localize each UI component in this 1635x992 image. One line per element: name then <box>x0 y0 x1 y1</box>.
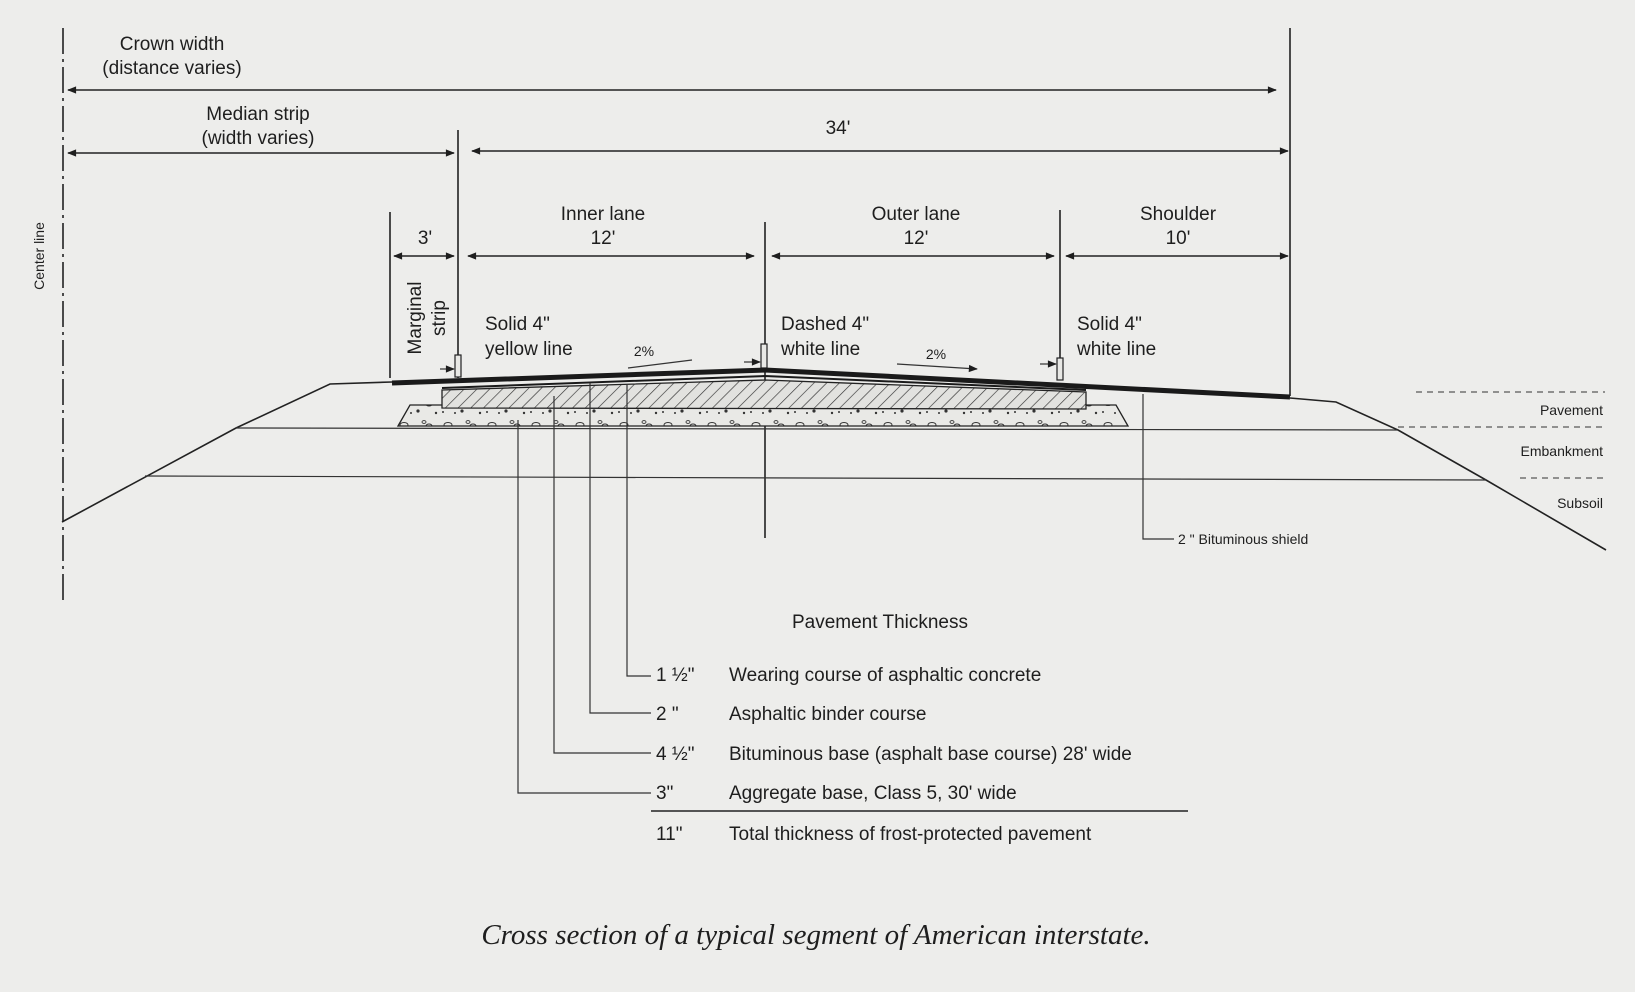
inner-lane-label: Inner lane <box>561 204 646 225</box>
subsoil-line <box>144 475 1487 481</box>
slope-inner-label: 2% <box>634 343 654 359</box>
thickness-value-2: 2 " <box>656 704 679 725</box>
outer-lane-width: 12' <box>904 228 929 249</box>
subsoil-side-label: Subsoil <box>1557 495 1603 511</box>
thickness-total-desc: Total thickness of frost-protected pavem… <box>729 824 1092 845</box>
yellow-line-marker <box>454 354 462 378</box>
shield-leader <box>1142 394 1174 540</box>
thickness-total-value: 11" <box>656 824 682 845</box>
thickness-value-1: 1 ½" <box>656 665 694 686</box>
dashed-line-label-2: white line <box>780 339 860 360</box>
white-line-label-1: Solid 4" <box>1077 314 1142 335</box>
leader-base <box>553 396 651 754</box>
leader-binder <box>589 383 651 714</box>
pavement-side-label: Pavement <box>1540 402 1603 418</box>
embankment-outline <box>61 381 393 523</box>
leader-aggregate <box>517 420 651 794</box>
thickness-desc-1: Wearing course of asphaltic concrete <box>729 665 1041 686</box>
thickness-desc-2: Asphaltic binder course <box>729 704 927 725</box>
median-strip-label-1: Median strip <box>206 104 310 125</box>
slope-inner-arrow <box>627 359 693 369</box>
thickness-desc-3: Bituminous base (asphalt base course) 28… <box>729 744 1132 765</box>
aggregate-base-layer <box>396 404 1130 427</box>
slope-outer-arrow <box>896 363 978 373</box>
thickness-desc-4: Aggregate base, Class 5, 30' wide <box>729 783 1017 804</box>
marginal-strip-label-1: Marginal <box>405 282 426 355</box>
thickness-title: Pavement Thickness <box>792 612 968 633</box>
outer-lane-label: Outer lane <box>872 204 961 225</box>
inner-lane-width: 12' <box>591 228 616 249</box>
median-strip-label-2: (width varies) <box>202 128 315 149</box>
white-line-marker <box>1056 357 1064 381</box>
crown-width-label-2: (distance varies) <box>102 58 241 79</box>
dashed-line-label-1: Dashed 4" <box>781 314 869 335</box>
thickness-value-4: 3" <box>656 783 673 804</box>
crown-width-label-1: Crown width <box>120 34 225 55</box>
white-line-label-2: white line <box>1076 339 1156 360</box>
embankment-side-label: Embankment <box>1521 443 1604 459</box>
shoulder-width: 10' <box>1166 228 1191 249</box>
bituminous-base-layer <box>441 379 1087 410</box>
shield-label: 2 " Bituminous shield <box>1178 531 1308 547</box>
embankment-outline-right <box>1289 397 1607 551</box>
dashed-line-marker <box>760 343 768 369</box>
binder-course <box>441 374 1087 391</box>
shoulder-label: Shoulder <box>1140 204 1217 225</box>
embankment-top-line <box>235 427 1399 431</box>
yellow-line-label-1: Solid 4" <box>485 314 550 335</box>
slope-outer-label: 2% <box>926 346 946 362</box>
yellow-line-label-2: yellow line <box>485 339 573 360</box>
wearing-course-surface <box>391 367 1291 400</box>
marginal-width-label: 3' <box>418 228 432 249</box>
figure-caption: Cross section of a typical segment of Am… <box>481 919 1150 951</box>
leader-wearing <box>626 385 651 677</box>
marginal-strip-label-2: strip <box>429 300 450 336</box>
center-line-label: Center line <box>31 222 47 290</box>
total-width-label: 34' <box>826 118 851 139</box>
thickness-value-3: 4 ½" <box>656 744 694 765</box>
